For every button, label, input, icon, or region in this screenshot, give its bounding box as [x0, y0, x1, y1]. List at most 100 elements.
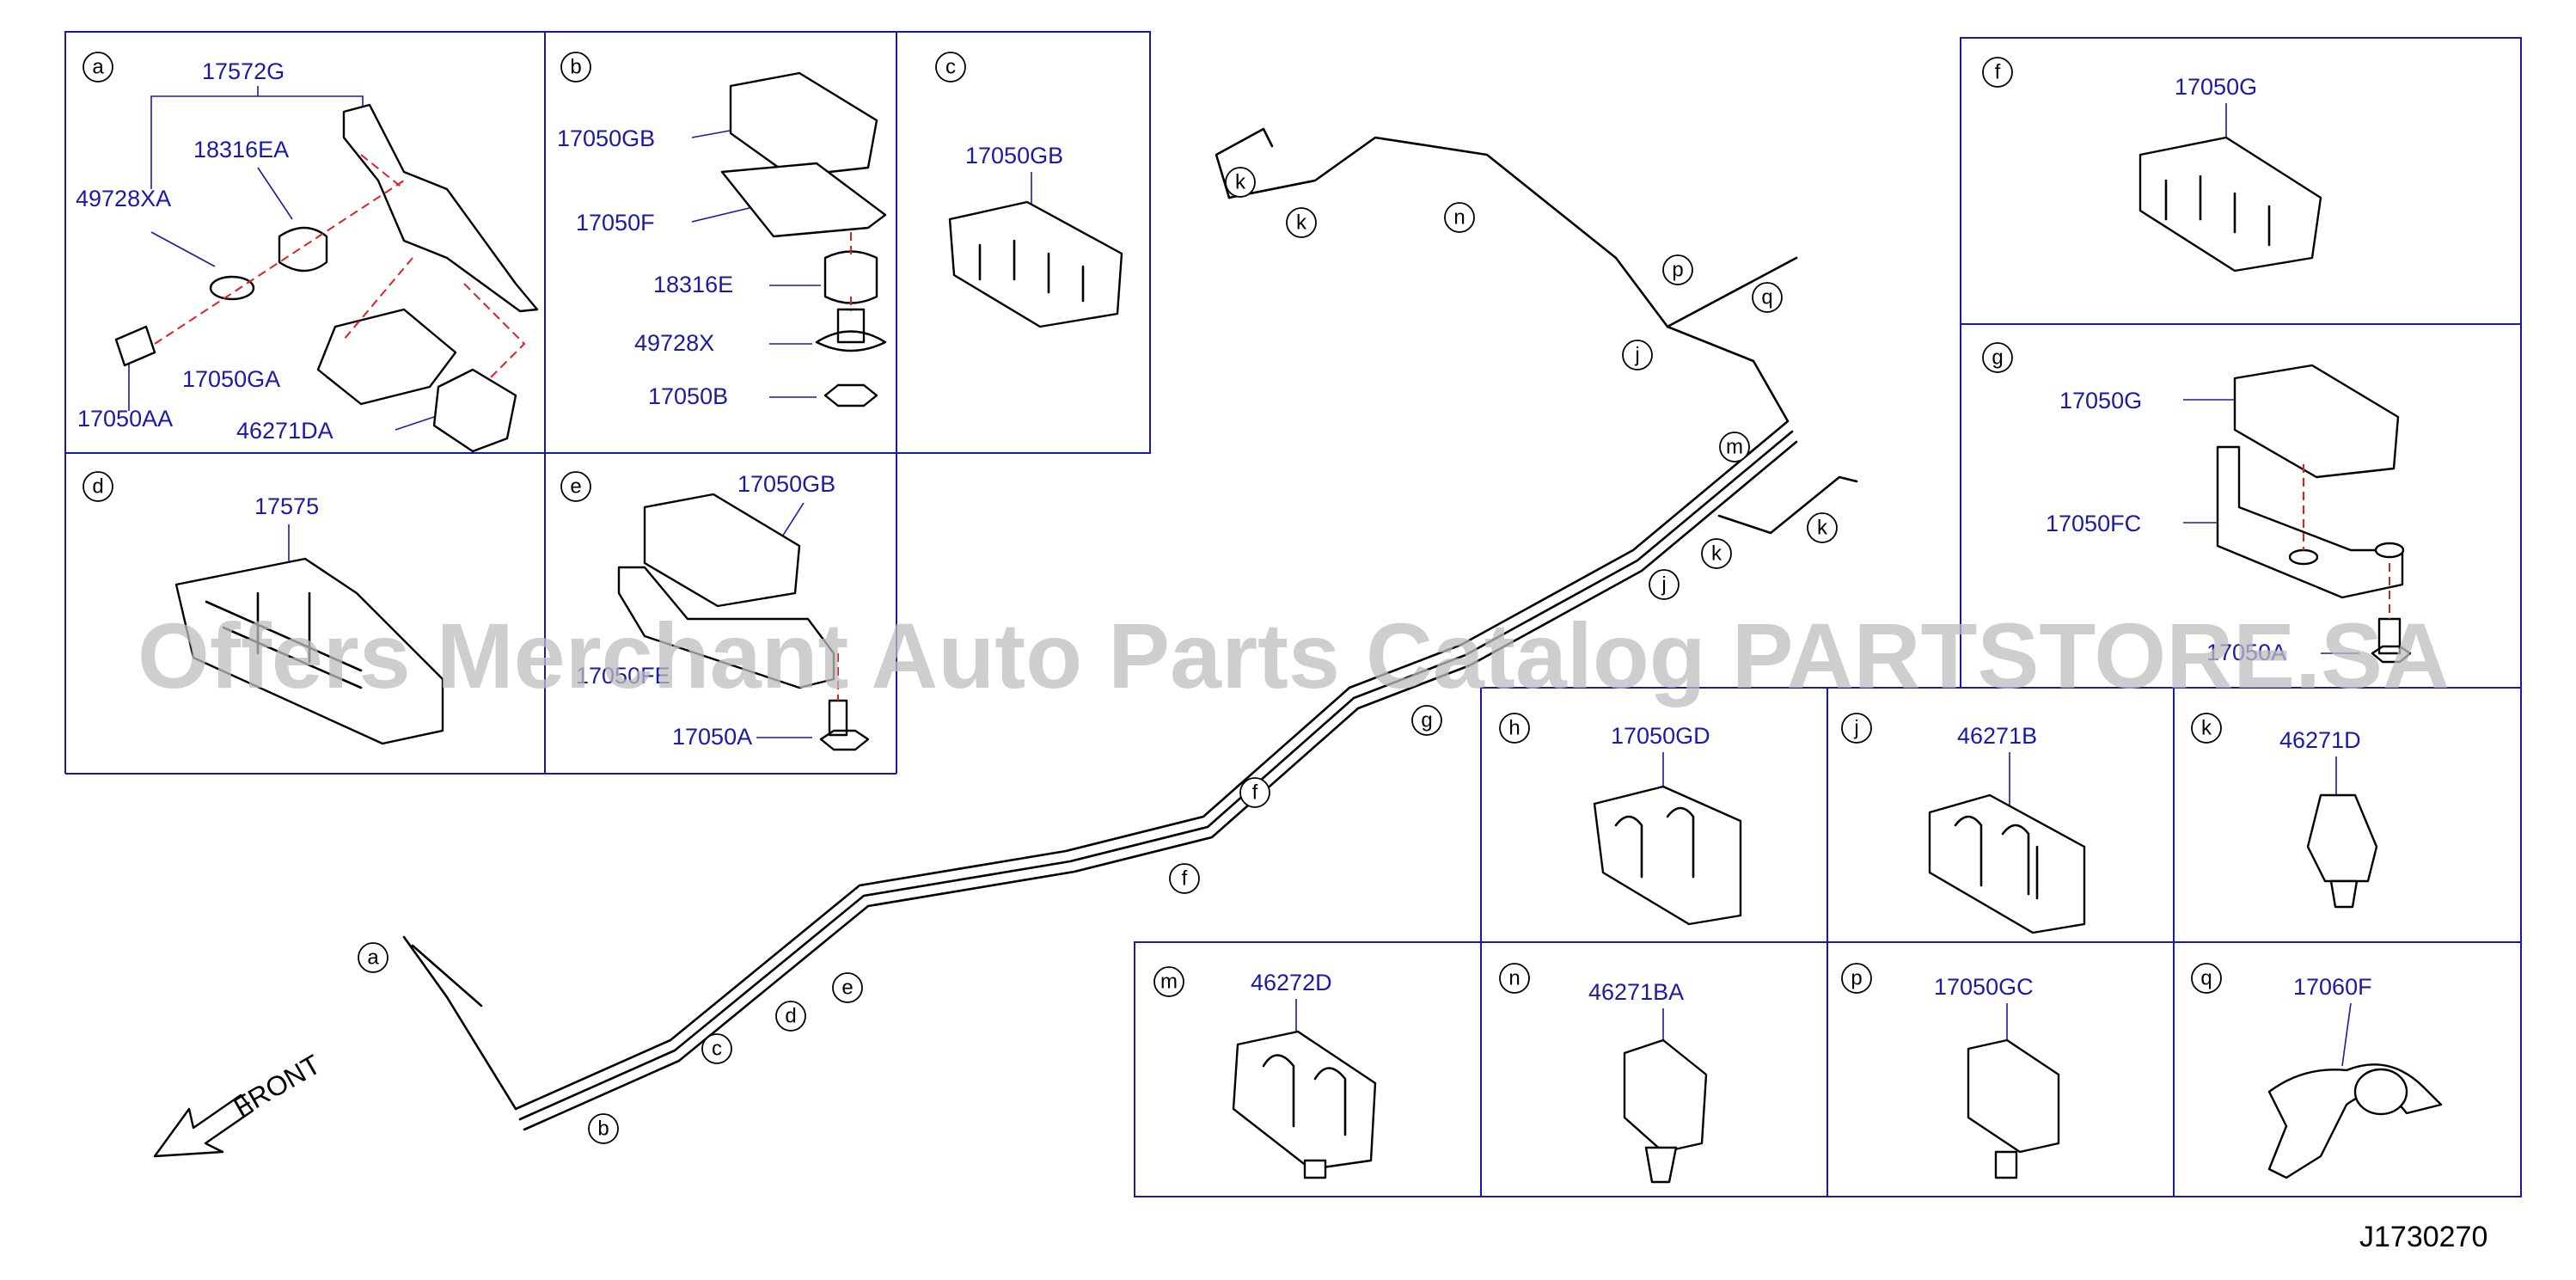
part-17050G-f[interactable]: 17050G: [2175, 74, 2257, 100]
brake-line-2: [518, 430, 1794, 1121]
part-17572G[interactable]: 17572G: [202, 58, 285, 84]
clip-17050GC: [1967, 1038, 2060, 1154]
part-17050GB-e[interactable]: 17050GB: [737, 471, 835, 497]
panel-h: h 17050GD: [1499, 713, 1742, 926]
diagram-code: J1730270: [2359, 1221, 2487, 1253]
panel-k: k 46271D: [2191, 713, 2378, 909]
callout-j-2: j: [1634, 344, 1639, 367]
callout-c: c: [712, 1038, 722, 1061]
panel-a: a 17572G 18316EA 49728XA 17050GA 17050AA…: [76, 52, 539, 453]
callout-k-2: k: [1296, 211, 1307, 235]
callout-g: g: [1421, 709, 1432, 732]
clip-46271D: [2306, 793, 2378, 883]
part-17575[interactable]: 17575: [254, 493, 319, 519]
clip-46271DA: [432, 368, 517, 453]
part-49728XA[interactable]: 49728XA: [76, 186, 171, 211]
part-17050AA[interactable]: 17050AA: [77, 406, 173, 432]
panel-g: g 17050G 17050FC 17050A: [1982, 342, 2412, 665]
part-17050GB[interactable]: 17050GB: [557, 126, 655, 151]
panel-c-letter: c: [945, 56, 956, 79]
panel-f-letter: f: [1995, 61, 2001, 84]
bolt-17050A-e: [819, 699, 870, 751]
part-17050F[interactable]: 17050F: [576, 210, 655, 236]
callout-m: m: [1726, 436, 1743, 459]
bracket-17050FE: [617, 566, 835, 689]
panel-frames: [64, 31, 2522, 1197]
panel-c: c 17050GB: [935, 52, 1123, 328]
brake-line-end-left: [1215, 127, 1274, 199]
grommet-18316EA: [278, 226, 328, 273]
clip-17050GB-c: [948, 200, 1123, 328]
part-46271B[interactable]: 46271B: [1957, 723, 2037, 749]
part-46272D[interactable]: 46272D: [1251, 970, 1332, 995]
panel-m-letter: m: [1160, 971, 1178, 994]
part-17050GC[interactable]: 17050GC: [1934, 974, 2034, 1000]
brake-line-1: [514, 420, 1790, 1111]
brake-line-k-right: [1717, 475, 1858, 535]
clip-46271BA: [1623, 1038, 1708, 1154]
front-arrow-icon: [153, 1093, 254, 1158]
brake-line-p-q: [1666, 256, 1798, 328]
brake-line-routing: [402, 127, 1858, 1131]
front-arrow: FRONT: [153, 1049, 326, 1158]
collar-49728X: [815, 308, 887, 352]
part-49728X[interactable]: 49728X: [634, 330, 714, 356]
panel-j: j 46271B: [1841, 713, 2086, 934]
part-17050G-g[interactable]: 17050G: [2059, 388, 2142, 413]
panel-n: n 46271BA: [1499, 963, 1708, 1184]
panel-f: f 17050G: [1982, 57, 2322, 273]
callout-k-3: k: [1711, 542, 1722, 566]
panel-d-letter: d: [92, 475, 103, 499]
brake-line-rear: [1227, 136, 1790, 423]
part-17050FE[interactable]: 17050FE: [576, 663, 670, 689]
panel-g-letter: g: [1992, 346, 2003, 370]
part-17050A-g[interactable]: 17050A: [2206, 640, 2286, 665]
bolt-17050AA: [114, 325, 156, 367]
brake-line-3: [523, 440, 1798, 1131]
panel-q-letter: q: [2200, 967, 2212, 990]
part-17050GB-c[interactable]: 17050GB: [965, 143, 1063, 168]
panel-d: d 17575: [83, 471, 444, 745]
clip-17050GA: [316, 308, 457, 406]
part-18316EA[interactable]: 18316EA: [193, 137, 289, 162]
panel-q: q 17060F: [2191, 963, 2443, 1179]
part-17050B[interactable]: 17050B: [648, 383, 728, 409]
part-17050A-e[interactable]: 17050A: [672, 724, 752, 750]
panel-b: b 17050GB 17050F 18316E 49728X 17050B: [557, 52, 887, 409]
bolt-17050A-g: [2371, 617, 2412, 664]
part-46271DA[interactable]: 46271DA: [236, 418, 333, 444]
part-17050GD[interactable]: 17050GD: [1611, 723, 1710, 749]
collar-49728XA: [209, 275, 255, 301]
callout-f-2: f: [1252, 781, 1258, 805]
clamp-17060F: [2267, 1063, 2443, 1179]
part-17050GA[interactable]: 17050GA: [182, 366, 280, 392]
part-18316E[interactable]: 18316E: [653, 272, 733, 297]
panel-h-letter: h: [1508, 717, 1520, 740]
plate-17050F: [720, 162, 887, 238]
callout-d: d: [785, 1005, 796, 1028]
callout-f-1: f: [1182, 867, 1188, 891]
callout-j-1: j: [1661, 573, 1666, 597]
panel-p: p 17050GC: [1841, 963, 2060, 1179]
watermark: Offers Merchant Auto Parts Catalog PARTS…: [138, 603, 2450, 707]
clip-17050GB: [729, 71, 878, 178]
part-17050FC[interactable]: 17050FC: [2046, 511, 2141, 536]
callout-b: b: [597, 1118, 609, 1141]
callout-n: n: [1453, 206, 1465, 230]
panel-m: m 46272D: [1153, 966, 1377, 1179]
bracket-17572G: [342, 103, 539, 313]
part-46271D[interactable]: 46271D: [2279, 727, 2361, 753]
panel-j-letter: j: [1853, 717, 1858, 740]
clip-46272D: [1232, 1030, 1377, 1171]
panel-k-letter: k: [2201, 717, 2212, 740]
part-46271BA[interactable]: 46271BA: [1588, 979, 1684, 1005]
part-17060F[interactable]: 17060F: [2293, 974, 2372, 1000]
front-label: FRONT: [229, 1049, 326, 1123]
panel-b-letter: b: [570, 56, 581, 79]
nut-17050B: [823, 383, 878, 407]
clip-17050GB-e: [643, 493, 801, 608]
grommet-18316E: [823, 250, 878, 304]
callout-e: e: [841, 977, 853, 1000]
